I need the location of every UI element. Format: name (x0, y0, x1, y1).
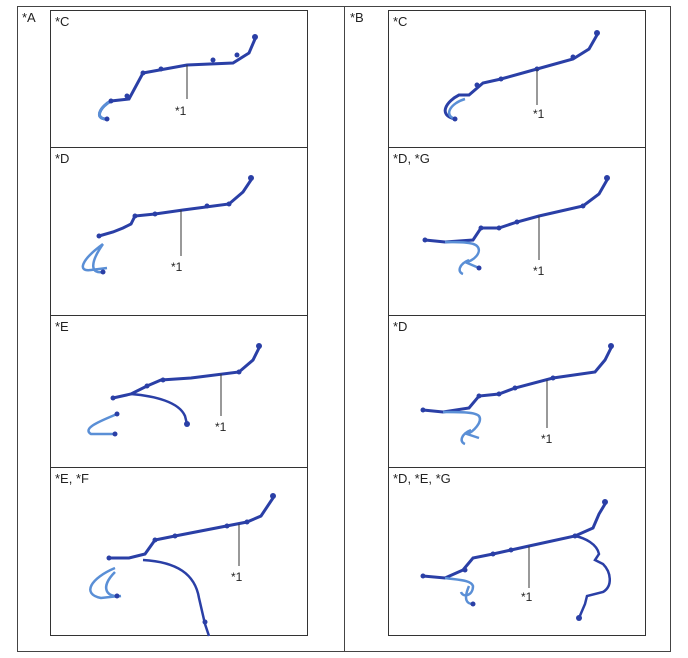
section-a-panels: *C *1 *D *1 *E (50, 10, 308, 637)
callout-b4: *1 (521, 590, 533, 604)
panel-a1-label: *C (55, 14, 70, 29)
panel-a3-label: *E (55, 319, 69, 334)
wire-harness-a4-icon (89, 493, 276, 637)
wire-harness-a1-icon (98, 34, 258, 122)
callout-a2: *1 (171, 260, 183, 274)
panel-b3-label: *D (393, 319, 408, 334)
panel-b1: *C *1 (389, 11, 645, 147)
wire-harness-a2-icon (81, 175, 254, 275)
panel-a1: *C *1 (51, 11, 307, 147)
callout-a3: *1 (215, 420, 227, 434)
panel-b2-label: *D, *G (393, 151, 430, 166)
panel-a2-label: *D (55, 151, 70, 166)
wire-harness-b4-icon (420, 499, 611, 621)
wire-harness-a3-icon (87, 343, 262, 437)
panel-b4-label: *D, *E, *G (393, 471, 451, 486)
wire-harness-b3-icon (420, 343, 614, 446)
panel-a3: *E *1 (51, 315, 307, 467)
callout-b3: *1 (541, 432, 553, 446)
panel-b1-label: *C (393, 14, 408, 29)
callout-b2: *1 (533, 264, 545, 278)
section-label-a: *A (22, 10, 36, 25)
callout-a4: *1 (231, 570, 243, 584)
callout-b1: *1 (533, 107, 545, 121)
panel-b2: *D, *G *1 (389, 147, 645, 315)
section-divider (344, 6, 345, 652)
panel-b3: *D *1 (389, 315, 645, 467)
section-label-b: *B (350, 10, 364, 25)
panel-a2: *D *1 (51, 147, 307, 315)
wire-harness-b1-icon (443, 30, 600, 122)
panel-b4: *D, *E, *G *1 (389, 467, 645, 637)
callout-a1: *1 (175, 104, 187, 118)
wire-harness-b2-icon (422, 175, 610, 276)
section-b-panels: *C *1 *D, *G *1 *D (388, 10, 646, 636)
panel-a4-label: *E, *F (55, 471, 89, 486)
panel-a4: *E, *F *1 (51, 467, 307, 637)
